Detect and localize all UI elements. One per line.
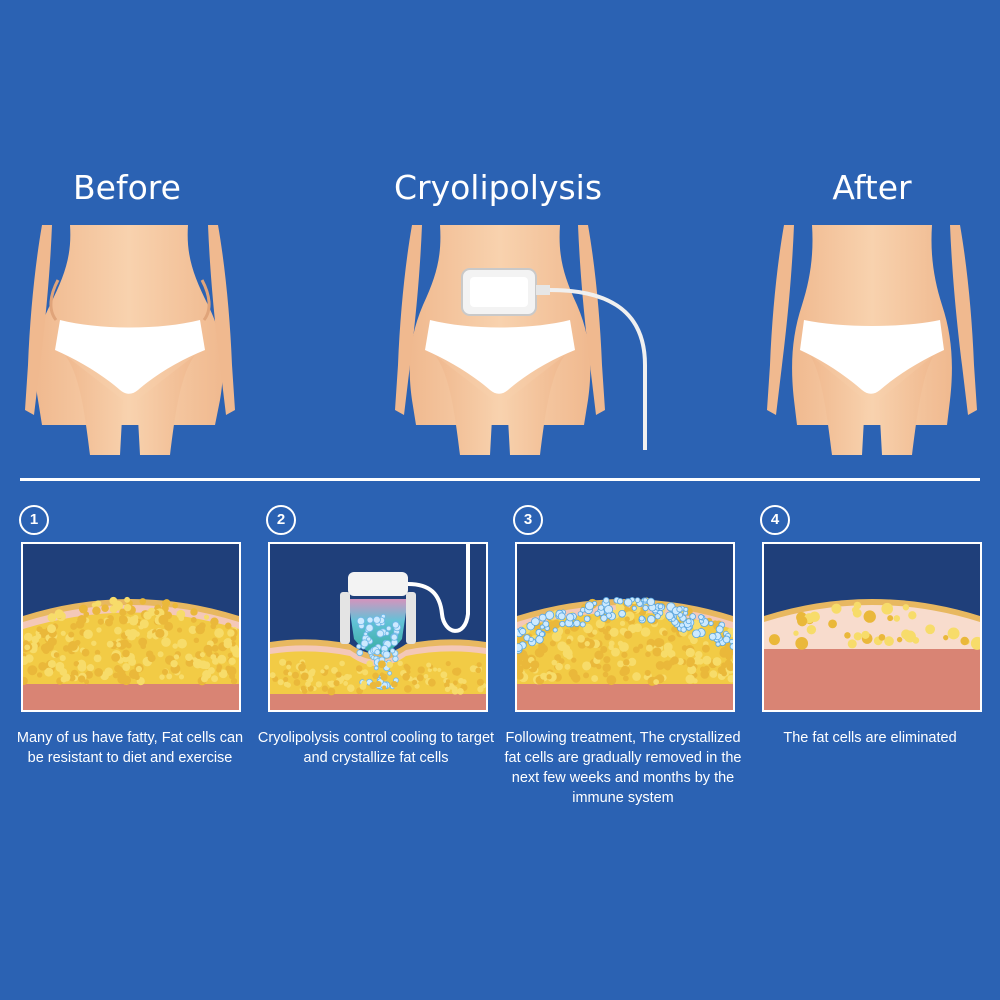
fat-cells: [23, 596, 239, 686]
step-2-panel: [268, 542, 488, 712]
step-2-number: 2: [266, 505, 296, 535]
step-4-panel: [762, 542, 982, 712]
heading-cryolipolysis: Cryolipolysis: [393, 168, 603, 207]
step-1-illustration: [23, 544, 239, 710]
step-4-caption: The fat cells are eliminated: [783, 730, 957, 746]
heading-after: After: [832, 168, 912, 207]
step-1-number: 1: [19, 505, 49, 535]
section-divider: [20, 478, 980, 481]
figure-before: [25, 225, 235, 455]
step-3-panel: [515, 542, 735, 712]
heading-before: Before: [73, 168, 181, 207]
step-3-caption: Following treatment, The crystallized fa…: [504, 730, 742, 806]
step-1-caption: Many of us have fatty, Fat cells can be …: [16, 730, 244, 766]
step-1-panel: [21, 542, 241, 712]
remaining-fat-cells: [768, 601, 980, 650]
step-4-number: 4: [760, 505, 790, 535]
crystallized-cells: [517, 596, 733, 654]
step-4-illustration: [764, 544, 980, 710]
step-2-caption: Cryolipolysis control cooling to target …: [257, 730, 495, 766]
figure-cryolipolysis: [395, 225, 647, 455]
step-3-number: 3: [513, 505, 543, 535]
step-3-illustration: [517, 544, 733, 710]
crystallized-cells: [270, 613, 486, 696]
figure-after: [767, 225, 977, 455]
step-2-illustration: [270, 544, 486, 710]
